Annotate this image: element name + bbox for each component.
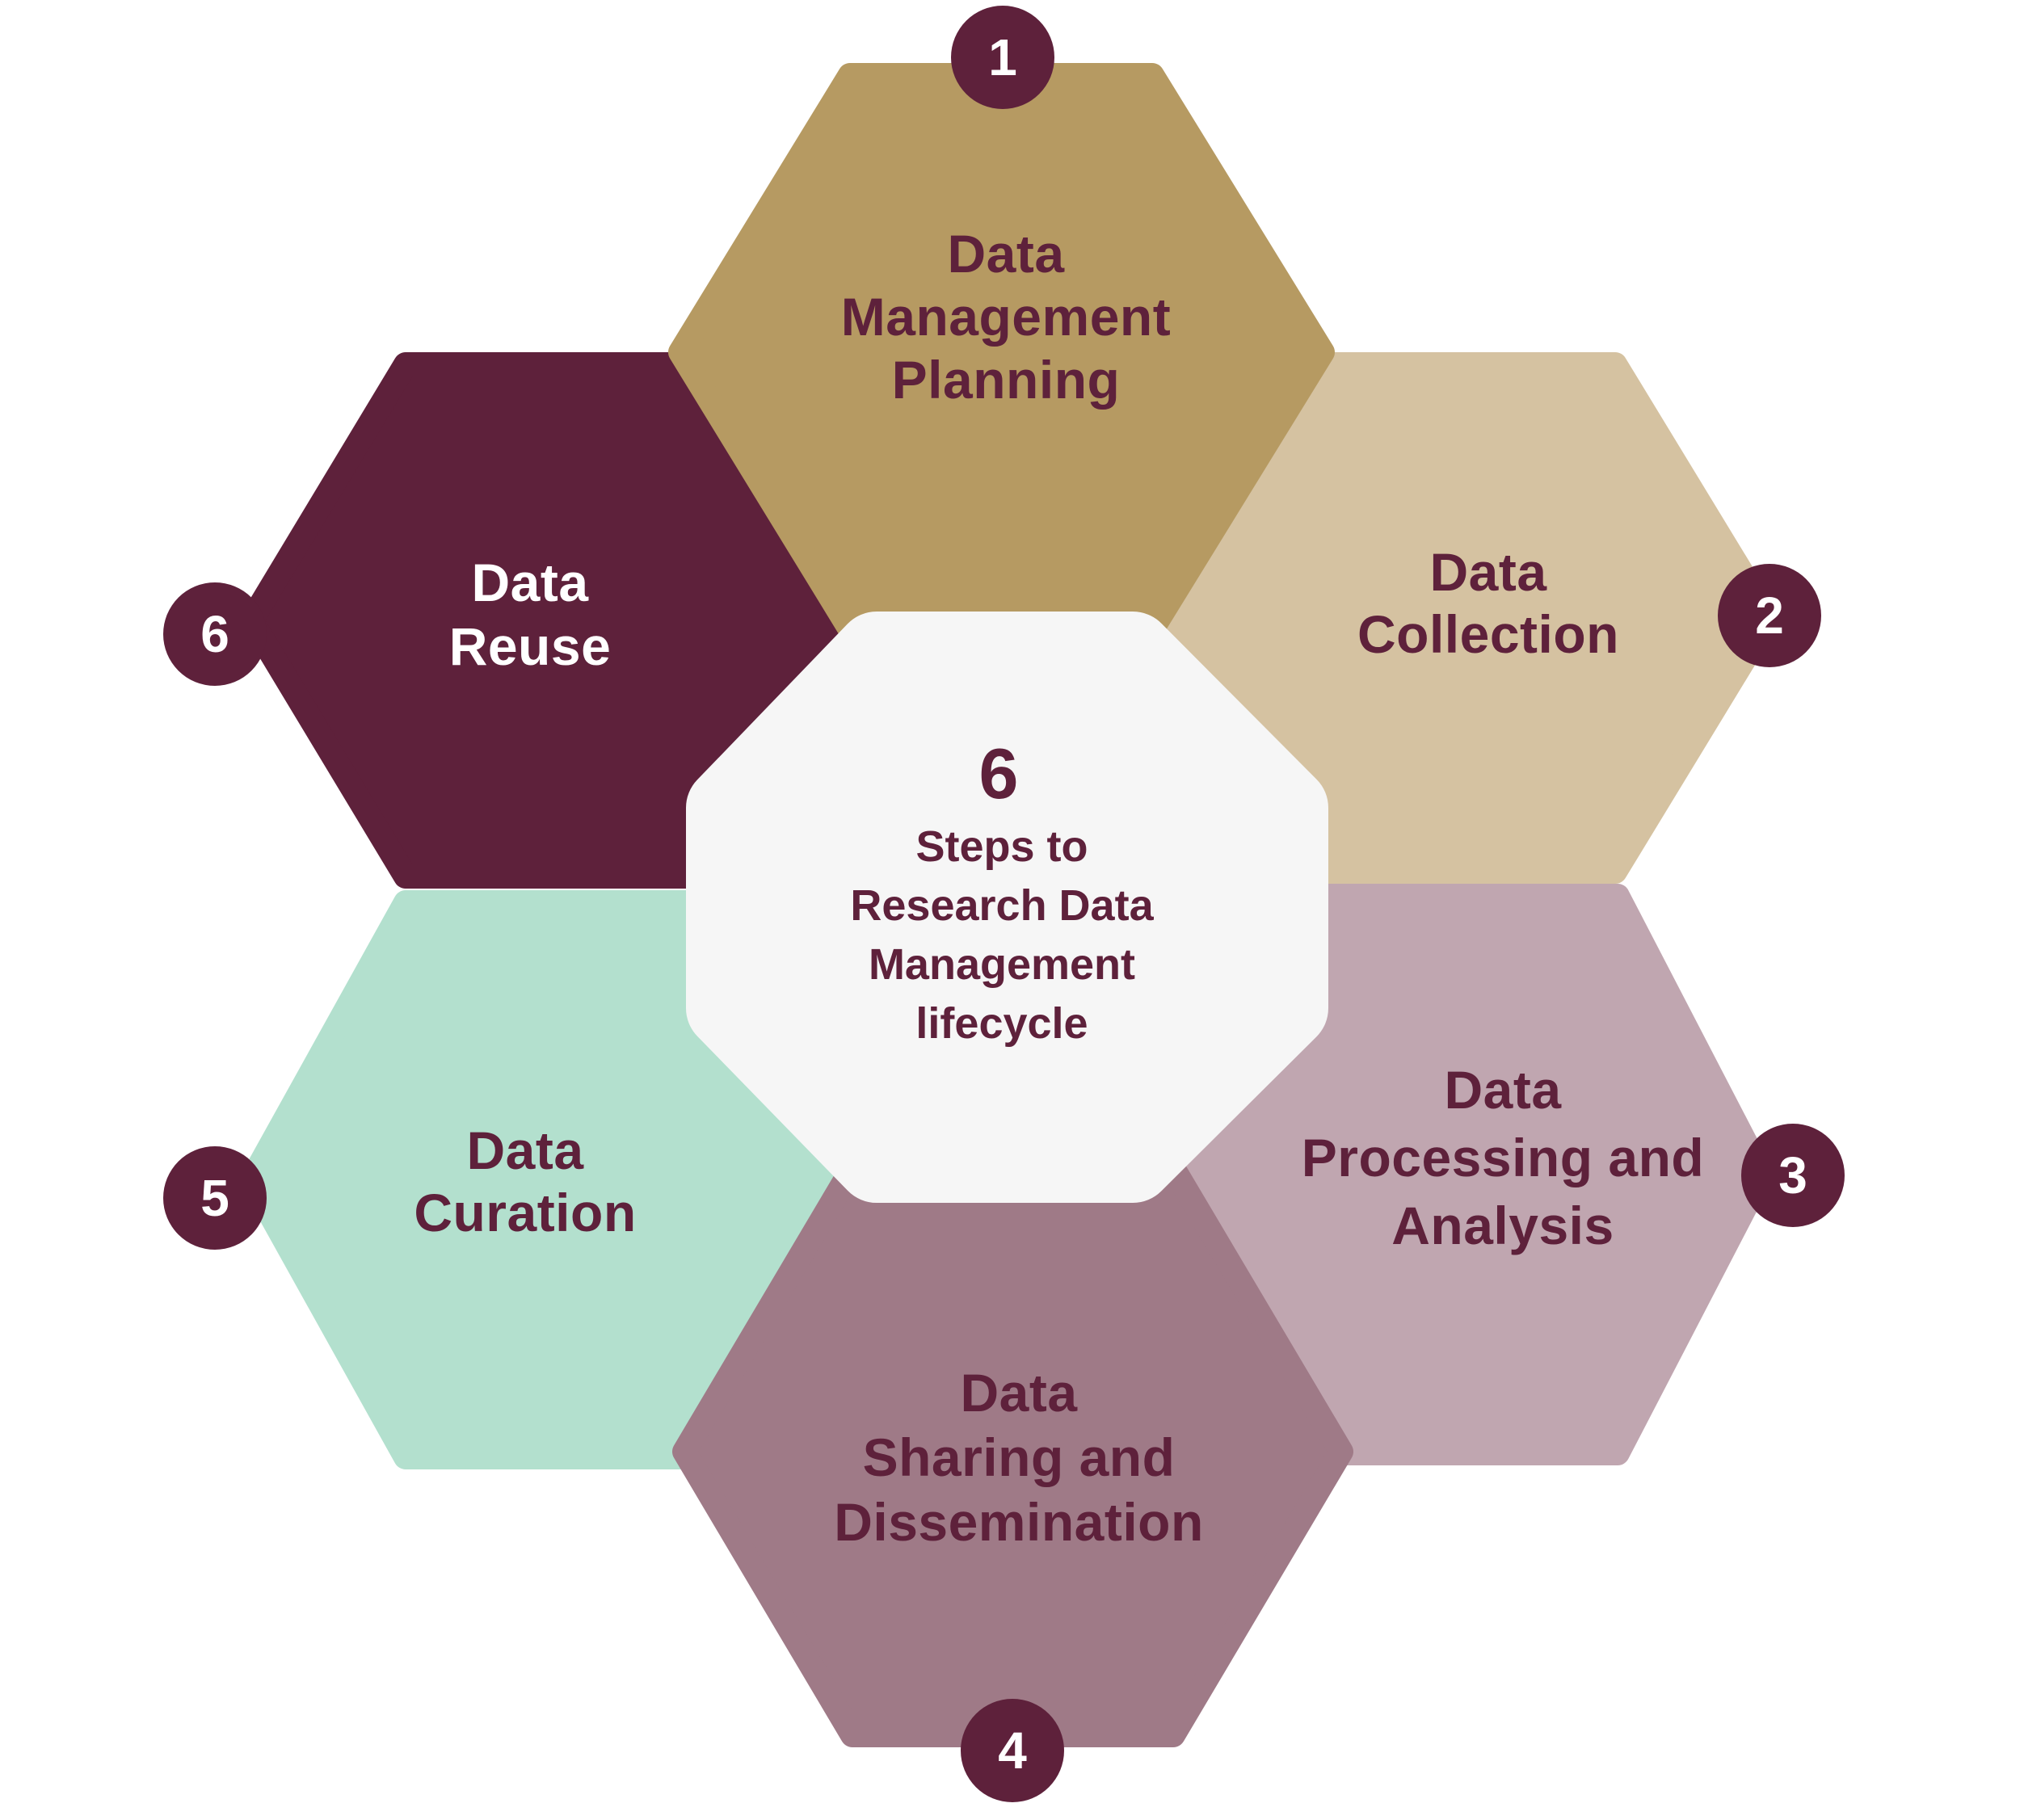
step-1-badge: 1 [951, 6, 1054, 109]
step-5-badge: 5 [163, 1146, 267, 1250]
center-title: Steps to Research Data Management lifecy… [743, 818, 1260, 1053]
step-5-line-2: Curation [414, 1183, 637, 1242]
step-3-label: Data Processing and Analysis [1244, 1056, 1761, 1259]
step-1-label: Data Management Planning [747, 222, 1264, 411]
center-title-line-2: Research Data [850, 881, 1154, 930]
step-5-line-1: Data [466, 1120, 584, 1180]
step-3-line-2: Processing and [1301, 1128, 1705, 1187]
step-1-line-3: Planning [891, 350, 1121, 410]
step-1-line-1: Data [947, 224, 1065, 284]
center-octagon [686, 612, 1328, 1203]
step-2-label: Data Collection [1230, 541, 1747, 666]
step-4-badge: 4 [961, 1699, 1064, 1802]
step-4-line-3: Dissemination [834, 1492, 1204, 1552]
step-5-label: Data Curation [267, 1120, 784, 1244]
step-4-label: Data Sharing and Dissemination [760, 1360, 1277, 1554]
step-2-badge: 2 [1718, 564, 1821, 667]
step-6-line-2: Reuse [448, 616, 612, 676]
step-2-line-2: Collection [1357, 604, 1619, 664]
center-title-line-1: Steps to [915, 822, 1088, 871]
step-6-line-1: Data [471, 553, 589, 612]
center-title-line-4: lifecycle [915, 999, 1088, 1048]
center-step-count: 6 [978, 733, 1019, 813]
step-4-line-2: Sharing and [862, 1427, 1176, 1487]
step-6-badge: 6 [163, 582, 267, 686]
step-1-line-2: Management [840, 287, 1172, 347]
center-title-line-3: Management [868, 940, 1136, 989]
step-3-badge: 3 [1741, 1124, 1845, 1227]
step-3-line-3: Analysis [1391, 1196, 1614, 1255]
step-2-line-1: Data [1429, 542, 1547, 602]
step-3-line-1: Data [1444, 1060, 1562, 1120]
step-6-label: Data Reuse [271, 551, 789, 679]
step-4-line-1: Data [960, 1363, 1078, 1423]
